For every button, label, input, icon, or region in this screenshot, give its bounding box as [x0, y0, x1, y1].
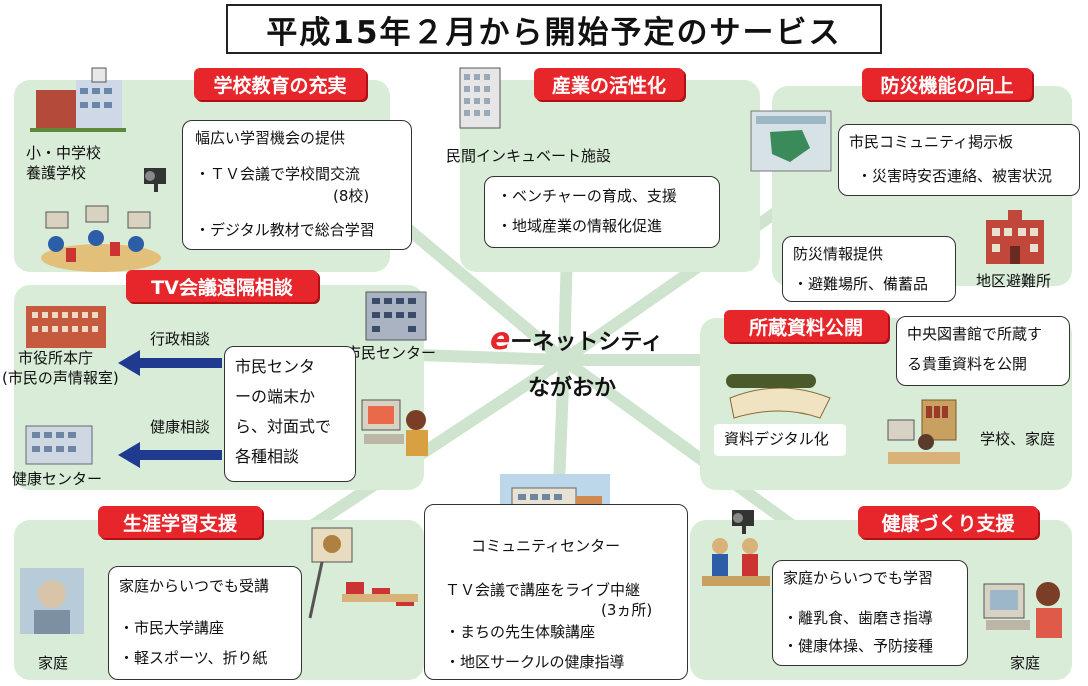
school-building-icon: [30, 67, 126, 132]
tag-industry: 産業の活性化: [534, 68, 684, 100]
lifelong-box-line-1: 家庭からいつでも受講: [119, 577, 270, 595]
disaster-info-line-1: 防災情報提供: [793, 245, 884, 263]
school-label-2: 養護学校: [26, 164, 87, 182]
page-title: 平成15年２月から開始予定のサービス: [226, 4, 882, 54]
disaster-board-line-1: 市民コミュニティ掲示板: [849, 133, 1014, 151]
industry-box-line-2: ・地域産業の情報化促進: [497, 217, 663, 235]
camera-icon-2: [732, 510, 754, 534]
tv-box-line-3: ら、対面式で: [235, 417, 332, 436]
disaster-info-line-2: ・避難場所、備蓄品: [793, 275, 929, 293]
tag-health: 健康づくり支援: [858, 506, 1038, 538]
disaster-info-box: 防災情報提供 ・避難場所、備蓄品: [782, 236, 956, 302]
camera-icon: [144, 168, 166, 192]
tag-archive: 所蔵資料公開: [724, 310, 888, 342]
lecture-class-icon: [308, 527, 418, 619]
lifelong-box-line-2: ・市民大学講座: [119, 619, 225, 637]
health-box-line-1: 家庭からいつでも学習: [783, 569, 934, 587]
library-student-icon: [887, 399, 960, 464]
health-box: 家庭からいつでも学習 ・離乳食、歯磨き指導 ・健康体操、予防接種: [772, 560, 968, 666]
industry-box: ・ベンチャーの育成、支援 ・地域産業の情報化促進: [484, 176, 720, 248]
health-home: 家庭: [1010, 654, 1041, 672]
community-line-1: ＴＶ会議で講座をライブ中継: [445, 581, 641, 599]
shelter-building-icon: [986, 210, 1044, 264]
health-box-line-3: ・健康体操、予防接種: [783, 637, 934, 655]
tv-box: 市民センタ ーの端末か ら、対面式で 各種相談: [224, 346, 356, 482]
exercise-people-icon: [702, 538, 770, 586]
tv-box-line-1: 市民センタ: [235, 357, 316, 376]
community-line-2: (3ヵ所): [601, 601, 653, 619]
disaster-board-box: 市民コミュニティ掲示板 ・災害時安否連絡、被害状況: [838, 124, 1080, 196]
terminal-user-icon: [361, 399, 428, 456]
scroll-document-icon: [726, 374, 831, 419]
city-hall-icon: [26, 306, 106, 348]
bulletin-screen-icon: [750, 110, 832, 172]
tv-admin-label: 行政相談: [150, 330, 211, 348]
arrow-left-health: [118, 442, 222, 468]
school-box-line-3: (8校): [333, 187, 370, 205]
logo-line2: ながおか: [528, 376, 617, 401]
health-center-icon: [25, 425, 93, 465]
tag-school: 学校教育の充実: [194, 68, 366, 100]
citizen-center-label: 市民センター: [346, 344, 437, 362]
lifelong-home: 家庭: [38, 654, 69, 672]
center-logo: eーネットシティ ながおか: [470, 318, 664, 418]
school-box-line-1: 幅広い学習機会の提供: [195, 129, 346, 147]
archive-digital: 資料デジタル化: [724, 430, 829, 448]
tv-box-line-4: 各種相談: [235, 447, 300, 466]
tv-box-line-2: ーの端末か: [235, 387, 316, 406]
students-computers-icon: [41, 205, 161, 272]
arrow-left-admin: [118, 350, 222, 376]
disaster-shelter: 地区避難所: [976, 272, 1052, 290]
archive-box-line-1: 中央図書館で所蔵す: [907, 325, 1043, 343]
school-box: 幅広い学習機会の提供 ・ＴＶ会議で学校間交流 (8校) ・デジタル教材で総合学習: [182, 120, 412, 250]
industry-box-line-1: ・ベンチャーの育成、支援: [497, 187, 677, 205]
lifelong-box: 家庭からいつでも受講 ・市民大学講座 ・軽スポーツ、折り紙: [108, 566, 302, 680]
school-box-line-2: ・ＴＶ会議で学校間交流: [195, 165, 361, 183]
citizen-center-icon: [365, 291, 427, 341]
home-user-photo-icon: [20, 568, 84, 634]
archive-place: 学校、家庭: [980, 430, 1056, 448]
office-building-icon: [459, 67, 501, 129]
logo-line1: ーネットシティ: [510, 330, 664, 355]
disaster-board-line-2: ・災害時安否連絡、被害状況: [857, 167, 1053, 185]
lifelong-box-line-3: ・軽スポーツ、折り紙: [119, 649, 268, 667]
logo-e: e: [490, 322, 511, 357]
city-hall-label-1: 市役所本庁: [18, 349, 94, 367]
health-box-line-2: ・離乳食、歯磨き指導: [783, 609, 934, 627]
archive-box: 中央図書館で所蔵す る貴重資料を公開: [896, 316, 1070, 386]
archive-box-line-2: る貴重資料を公開: [907, 355, 1028, 373]
tag-lifelong: 生涯学習支援: [98, 506, 262, 538]
school-box-line-4: ・デジタル教材で総合学習: [195, 221, 375, 239]
community-title: コミュニティセンター: [471, 537, 621, 555]
archive-digital-bg: 資料デジタル化: [714, 424, 846, 456]
home-computer-user-icon: [983, 582, 1062, 638]
tv-health-label: 健康相談: [150, 418, 211, 436]
health-center-label: 健康センター: [12, 470, 103, 488]
tag-tv: TV会議遠隔相談: [126, 270, 318, 302]
community-line-4: ・地区サークルの健康指導: [445, 653, 625, 671]
community-line-3: ・まちの先生体験講座: [445, 623, 596, 641]
community-box: コミュニティセンター ＴＶ会議で講座をライブ中継 (3ヵ所) ・まちの先生体験講…: [424, 504, 688, 680]
tag-disaster: 防災機能の向上: [862, 68, 1032, 100]
school-label-1: 小・中学校: [26, 144, 102, 162]
industry-facility: 民間インキュベート施設: [446, 147, 612, 165]
city-hall-label-2: (市民の声情報室): [2, 369, 119, 387]
